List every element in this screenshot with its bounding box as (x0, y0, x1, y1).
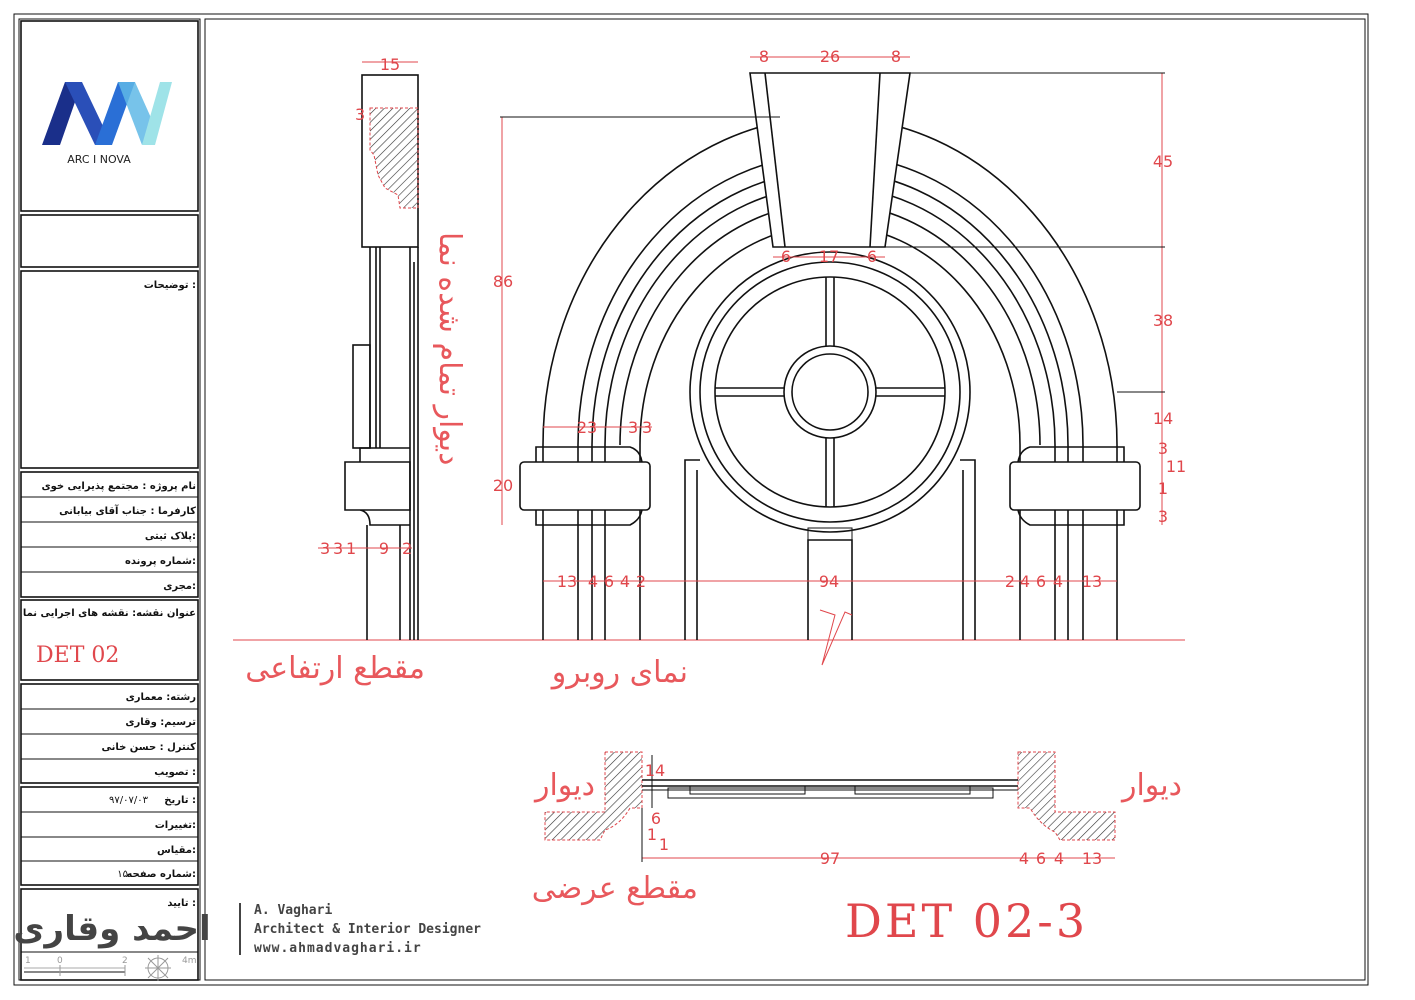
svg-text:4: 4 (588, 572, 598, 591)
dim-plan-width: 97 (820, 849, 840, 868)
arc-nova-logo: ARC I NOVA (42, 82, 172, 166)
sheet-label: شماره صفحه: (126, 869, 196, 880)
discipline: رشته: معماری (126, 692, 197, 703)
drawing-code: DET 02 (36, 643, 119, 668)
svg-text:3: 3 (642, 418, 652, 437)
svg-text:3: 3 (320, 539, 330, 558)
file-no: شماره پرونده: (125, 556, 196, 567)
svg-text:2: 2 (1005, 572, 1015, 591)
svg-text:4m: 4m (182, 956, 197, 966)
svg-text:1: 1 (647, 825, 657, 844)
svg-text:6: 6 (1036, 849, 1046, 868)
project-box (20, 471, 199, 598)
approval: تصویب : (154, 767, 196, 778)
svg-text:17: 17 (819, 247, 839, 266)
svg-text:26: 26 (820, 47, 840, 66)
outer-frame (13, 13, 1369, 986)
horizontal-section-label: مقطع عرضی (532, 871, 698, 906)
svg-text:14: 14 (645, 761, 665, 780)
svg-text:45: 45 (1153, 152, 1173, 171)
designer-role: Architect & Interior Designer (254, 922, 481, 937)
svg-text:1: 1 (659, 835, 669, 854)
svg-text:0: 0 (57, 956, 63, 966)
left-capital (519, 446, 651, 526)
svg-text:3: 3 (1158, 507, 1168, 526)
svg-text:38: 38 (1153, 311, 1173, 330)
svg-text:6: 6 (867, 247, 877, 266)
svg-text:3: 3 (355, 105, 365, 124)
designer-name: A. Vaghari (254, 903, 332, 918)
drawing-title-box (20, 599, 199, 681)
front-elevation-label: نمای روبرو (550, 655, 688, 690)
client: کارفرما : جناب آقای بیابانی (59, 504, 196, 517)
revisions: تغییرات: (155, 820, 196, 831)
svg-text:3: 3 (628, 418, 638, 437)
svg-text:6: 6 (651, 809, 661, 828)
svg-text:86: 86 (493, 272, 513, 291)
scale: مقیاس: (157, 845, 196, 856)
svg-text:4: 4 (1020, 572, 1030, 591)
svg-text:1: 1 (25, 956, 31, 966)
sheet-code: DET 02-3 (845, 894, 1088, 948)
svg-text:11: 11 (1166, 457, 1186, 476)
notes-label: توضیحات : (144, 280, 196, 291)
project-name: نام پروژه : مجتمع پذیرایی خوی (41, 481, 196, 492)
watermark-logo: احمد وقاری (13, 909, 210, 949)
svg-text:9: 9 (379, 539, 389, 558)
svg-text:4: 4 (1019, 849, 1029, 868)
svg-text:14: 14 (1153, 409, 1173, 428)
date-label: تاریخ : (164, 795, 196, 806)
drawn-by: ترسیم: وقاری (125, 717, 196, 728)
svg-text:6: 6 (604, 572, 614, 591)
drawing-frame (204, 18, 1366, 981)
svg-text:1: 1 (346, 539, 356, 558)
plot-no: پلاک ثبتی: (145, 531, 196, 542)
horizontal-section-drawing: 14 6 1 1 97 4 6 4 13 (544, 751, 1116, 868)
svg-text:4: 4 (620, 572, 630, 591)
svg-text:23: 23 (577, 418, 597, 437)
front-elevation-drawing: 8 26 8 6 17 6 86 20 45 38 14 3 11 1 3 23… (493, 47, 1186, 666)
svg-text:6: 6 (781, 247, 791, 266)
wall-label-left: دیوار (533, 768, 595, 803)
svg-text:13: 13 (557, 572, 577, 591)
svg-text:20: 20 (493, 476, 513, 495)
blank-box (20, 214, 199, 268)
date-box (20, 786, 199, 886)
svg-text:13: 13 (1082, 572, 1102, 591)
confirm: تایید : (167, 898, 196, 909)
wall-label-right: دیوار (1120, 768, 1182, 803)
logo-box (20, 20, 199, 212)
finished-wall-label: دیوار تمام شده نما (432, 232, 467, 465)
svg-text:3: 3 (333, 539, 343, 558)
checked-by: کنترل : حسن خانی (101, 742, 196, 753)
designer-signature: A. Vaghari Architect & Interior Designer… (239, 903, 481, 956)
svg-text:6: 6 (1036, 572, 1046, 591)
svg-text:2: 2 (122, 956, 128, 966)
date-value: ۹۷/۰۷/۰۳ (109, 795, 149, 806)
svg-text:2: 2 (402, 539, 412, 558)
contractor: مجری: (163, 581, 196, 592)
dim-side-top: 15 (380, 55, 400, 74)
designer-website: www.ahmadvaghari.ir (254, 941, 422, 956)
svg-text:13: 13 (1082, 849, 1102, 868)
confirm-box (20, 888, 199, 981)
sheet-value: ۱۵ (117, 869, 128, 880)
drawing-title: عنوان نقشه: نقشه های اجرایی نما (23, 608, 196, 619)
svg-text:1: 1 (1158, 479, 1168, 498)
vertical-section-label: مقطع ارتفاعی (245, 651, 425, 686)
title-block: ARC I NOVA توضیحات : نام پروژه : مجتمع پ… (13, 20, 211, 981)
svg-text:3: 3 (1158, 439, 1168, 458)
svg-text:94: 94 (819, 572, 839, 591)
notes-box (20, 270, 199, 469)
logo-text: ARC I NOVA (67, 153, 131, 166)
svg-text:4: 4 (1053, 572, 1063, 591)
svg-text:2: 2 (636, 572, 646, 591)
scale-bar: 1 0 2 4m (24, 955, 197, 981)
svg-text:4: 4 (1054, 849, 1064, 868)
svg-text:8: 8 (891, 47, 901, 66)
vertical-section-drawing: 15 3 3 3 1 9 2 دیوار تمام شده نما (318, 55, 467, 640)
svg-text:8: 8 (759, 47, 769, 66)
right-capital (1009, 446, 1141, 526)
